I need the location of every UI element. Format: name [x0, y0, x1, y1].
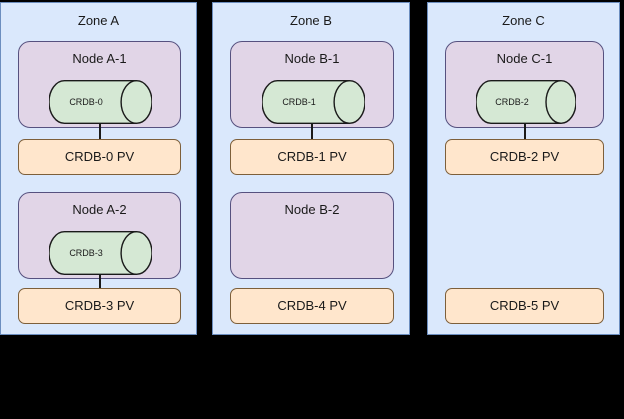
- zone-title-zone-a: Zone A: [77, 13, 120, 28]
- node-title-zone-c-0: Node C-1: [496, 51, 553, 66]
- database-cylinder-icon: [49, 231, 152, 275]
- pv-box-zone-a-1: CRDB-3 PV: [18, 288, 181, 324]
- pod-label-zone-a-1: CRDB-3: [69, 248, 103, 258]
- connector-zone-b-0: [311, 123, 313, 139]
- pv-label-zone-b-0: CRDB-1 PV: [277, 149, 347, 164]
- pv-box-zone-b-1: CRDB-4 PV: [230, 288, 394, 324]
- database-cylinder-icon: [262, 80, 365, 124]
- pod-cylinder-zone-b-0: CRDB-1: [262, 80, 365, 124]
- pod-label-zone-a-0: CRDB-0: [69, 97, 103, 107]
- pv-label-zone-b-1: CRDB-4 PV: [277, 298, 347, 313]
- node-box-zone-b-1: Node B-2: [230, 192, 394, 279]
- pv-label-zone-a-1: CRDB-3 PV: [64, 298, 135, 313]
- pod-cylinder-zone-a-1: CRDB-3: [49, 231, 152, 275]
- pv-box-zone-b-0: CRDB-1 PV: [230, 139, 394, 175]
- node-title-zone-a-1: Node A-2: [72, 202, 127, 217]
- zone-title-zone-c: Zone C: [502, 13, 545, 28]
- pv-label-zone-a-0: CRDB-0 PV: [64, 149, 135, 164]
- connector-zone-c-0: [524, 123, 526, 139]
- node-title-zone-a-0: Node A-1: [72, 51, 127, 66]
- pv-box-zone-a-0: CRDB-0 PV: [18, 139, 181, 175]
- node-title-zone-b-0: Node B-1: [284, 51, 340, 66]
- pod-label-zone-b-0: CRDB-1: [282, 97, 316, 107]
- pv-label-zone-c-1: CRDB-5 PV: [489, 298, 560, 313]
- connector-zone-a-1: [99, 274, 101, 288]
- pod-cylinder-zone-c-0: CRDB-2: [476, 80, 576, 124]
- database-cylinder-icon: [476, 80, 576, 124]
- pod-label-zone-c-0: CRDB-2: [495, 97, 529, 107]
- pv-label-zone-c-0: CRDB-2 PV: [489, 149, 560, 164]
- pv-box-zone-c-1: CRDB-5 PV: [445, 288, 604, 324]
- pod-cylinder-zone-a-0: CRDB-0: [49, 80, 152, 124]
- pv-box-zone-c-0: CRDB-2 PV: [445, 139, 604, 175]
- database-cylinder-icon: [49, 80, 152, 124]
- zone-title-zone-b: Zone B: [290, 13, 332, 28]
- connector-zone-a-0: [99, 123, 101, 139]
- node-title-zone-b-1: Node B-2: [284, 202, 340, 217]
